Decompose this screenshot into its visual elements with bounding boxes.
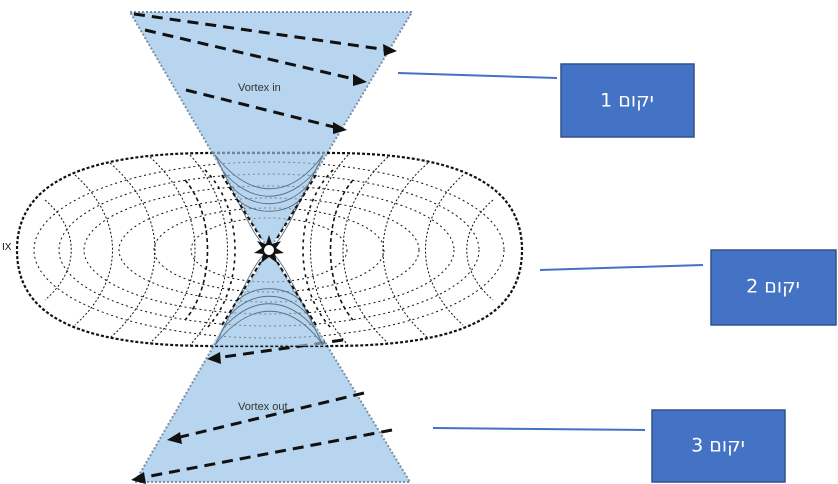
callout-3: יקום 3 xyxy=(651,409,786,483)
callout-2: יקום 2 xyxy=(710,249,837,326)
bottom-cone-arrowheads xyxy=(131,352,221,484)
bottom-cone-label: Vortex out xyxy=(238,401,288,413)
top-cone-overlap xyxy=(211,152,327,250)
overlap-dark-strokes xyxy=(221,174,317,326)
connector-2 xyxy=(539,264,704,271)
bottom-cone: Vortex out xyxy=(131,248,412,484)
callout-1-box xyxy=(560,63,695,138)
top-cone-arrowheads xyxy=(333,44,397,134)
top-cone-label: Vortex in xyxy=(238,82,281,94)
callout-3-label: יקום 3 xyxy=(691,435,745,457)
callout-3-box xyxy=(651,409,786,483)
top-cone-flow-arrows xyxy=(133,12,389,130)
bottom-cone-overlap xyxy=(211,250,327,346)
connectors xyxy=(397,72,704,431)
center-singularity xyxy=(254,235,284,263)
bottom-cone-shape xyxy=(133,248,412,483)
top-cone: Vortex in xyxy=(128,11,414,252)
torus-right-meridians xyxy=(310,154,494,346)
left-edge-mark: IX xyxy=(2,242,12,253)
center-dot xyxy=(264,245,274,255)
callout-1: יקום 1 xyxy=(560,63,695,138)
callout-2-box xyxy=(710,249,837,326)
connector-3 xyxy=(432,427,646,431)
callout-2-label: יקום 2 xyxy=(746,276,800,298)
connector-1 xyxy=(397,72,558,79)
torus-inner-strokes xyxy=(184,169,354,331)
callout-1-label: יקום 1 xyxy=(600,90,654,112)
torus-left-meridians xyxy=(44,154,228,346)
